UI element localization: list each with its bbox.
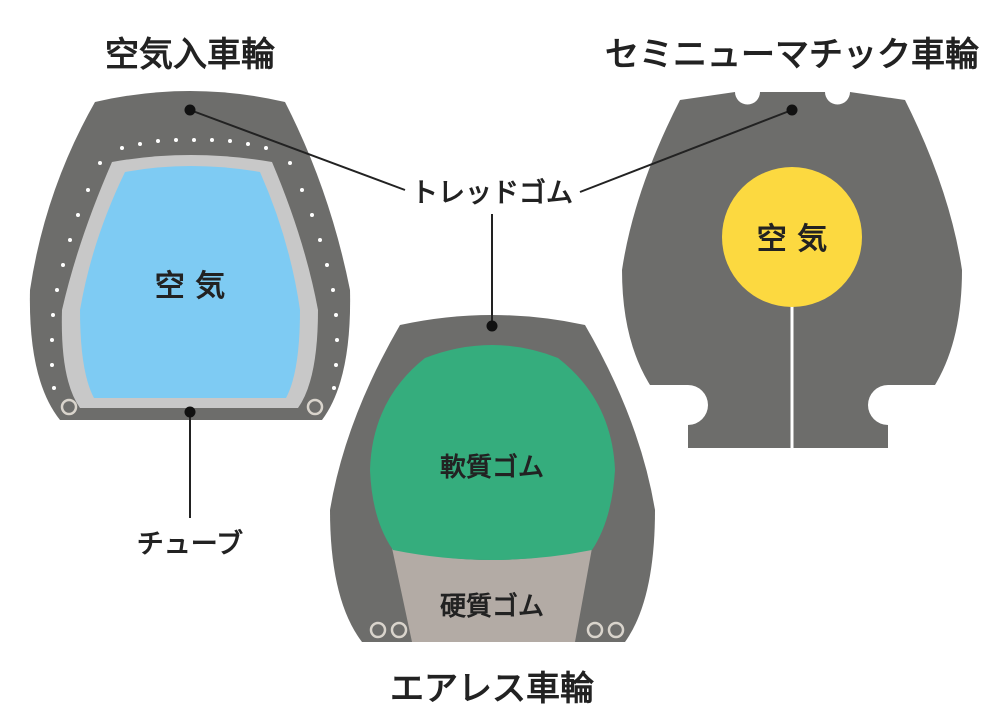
label-hard-rubber: 硬質ゴム	[440, 591, 544, 622]
leader-lines	[189, 109, 793, 518]
semi-pneumatic-wheel	[622, 92, 962, 448]
pneumatic-wheel	[29, 91, 351, 420]
label-tube: チューブ	[137, 528, 243, 560]
title-semi-pneumatic: セミニューマチック車輪	[605, 35, 979, 75]
title-airless: エアレス車輪	[390, 669, 594, 709]
label-tread-rubber: トレッドゴム	[411, 177, 573, 209]
airless-wheel	[330, 315, 655, 642]
hard-rubber-base	[392, 548, 592, 642]
ply-dots	[50, 138, 339, 390]
leader-points	[184, 104, 798, 418]
title-pneumatic: 空気入車輪	[105, 35, 275, 75]
label-air-semi: 空 気	[757, 222, 827, 257]
soft-rubber-core	[370, 345, 615, 560]
bead-wires	[60, 398, 324, 416]
label-air-pneumatic: 空 気	[155, 269, 225, 304]
label-soft-rubber: 軟質ゴム	[440, 452, 544, 483]
airless-bead-wires	[369, 621, 625, 639]
pneumatic-air-chamber	[80, 166, 300, 398]
semi-pneumatic-air-core	[722, 167, 862, 307]
